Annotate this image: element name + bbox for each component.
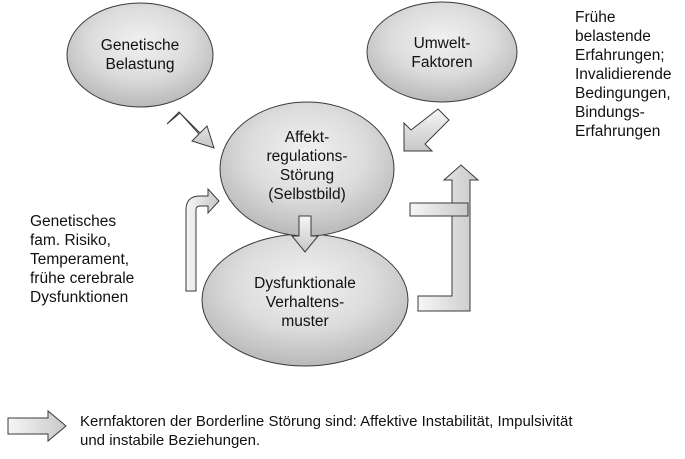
arrow-right-bent — [417, 164, 480, 312]
note-line: Erfahrungen; — [575, 47, 665, 64]
label-line: Affekt- — [284, 129, 330, 146]
node-genetic-load-label: Genetische Belastung — [80, 36, 200, 74]
node-environment-label: Umwelt- Faktoren — [382, 34, 502, 72]
node-behavior-label: Dysfunktionale Verhaltens- muster — [230, 274, 380, 331]
label-line: regulations- — [266, 148, 348, 165]
label-line: (Selbstbild) — [268, 186, 346, 203]
label-line: muster — [281, 313, 329, 330]
label-line: Genetische — [100, 37, 180, 54]
arrow-affect-to-behavior — [290, 215, 320, 253]
legend-text: Kernfaktoren der Borderline Störung sind… — [80, 412, 680, 450]
note-line: Bedingungen, — [575, 85, 671, 102]
note-left: Genetisches fam. Risiko, Temperament, fr… — [30, 212, 180, 307]
label-line: Störung — [279, 167, 335, 184]
arrow-left-bent — [185, 187, 220, 292]
note-line: Genetisches — [30, 213, 117, 230]
note-line: Dysfunktionen — [30, 289, 129, 306]
arrow-environment-to-affect — [403, 108, 450, 152]
node-affect-label: Affekt- regulations- Störung (Selbstbild… — [242, 128, 372, 204]
label-line: Verhaltens- — [265, 294, 345, 311]
legend-line: und instabile Beziehungen. — [80, 432, 261, 449]
legend-arrow — [7, 409, 67, 443]
node-environment — [366, 1, 518, 103]
label-line: Dysfunktionale — [254, 275, 356, 292]
arrow-right-bar — [409, 202, 469, 217]
label-line: Umwelt- — [413, 35, 471, 52]
node-genetic-load — [66, 2, 214, 108]
arrow-genetic-to-affect — [166, 111, 215, 149]
note-line: Temperament, — [30, 251, 130, 268]
note-line: fam. Risiko, — [30, 232, 111, 249]
note-line: belastende — [575, 28, 651, 45]
note-top-right: Frühe belastende Erfahrungen; Invalidier… — [575, 8, 683, 141]
note-line: Bindungs- — [575, 104, 645, 121]
label-line: Belastung — [105, 56, 175, 73]
note-line: frühe cerebrale — [30, 270, 135, 287]
legend-line: Kernfaktoren der Borderline Störung sind… — [80, 413, 573, 430]
note-line: Frühe — [575, 9, 616, 26]
note-line: Invalidierende — [575, 66, 672, 83]
note-line: Erfahrungen — [575, 123, 661, 140]
label-line: Faktoren — [411, 54, 473, 71]
